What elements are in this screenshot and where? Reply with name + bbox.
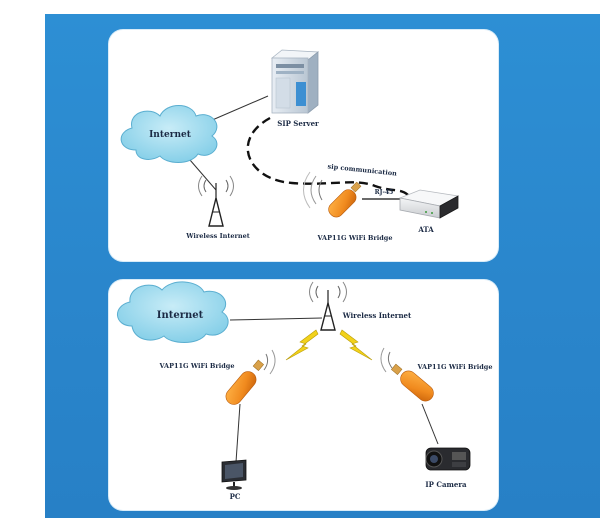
wifi-bridge-icon [380, 347, 434, 402]
right-bridge-label: VAP11G WiFi Bridge [417, 363, 493, 371]
bridge-pc-link [235, 403, 241, 463]
bottom-cloud-label: Internet [157, 310, 204, 321]
pc-label: PC [230, 492, 241, 501]
wifi-bridge-icon [303, 171, 362, 218]
camera-label: IP Camera [425, 480, 467, 489]
ata-device-icon [398, 189, 460, 219]
camera-icon [425, 447, 471, 471]
lightning-icon [285, 329, 319, 361]
monitor-icon [221, 459, 247, 490]
sip-link-label: sip communication [327, 162, 397, 177]
cloud-icon [120, 105, 218, 163]
cloud-icon [117, 281, 229, 343]
ata-label: ATA [417, 225, 434, 234]
bridge-camera-link [421, 403, 439, 445]
internet-tower-link [189, 159, 217, 191]
lightning-icon [339, 329, 373, 361]
top-diagram: Internet SIP Server sip communication Wi… [120, 49, 460, 242]
top-tower-label: Wireless Internet [185, 232, 250, 240]
top-cloud-label: Internet [149, 130, 192, 140]
wifi-bridge-icon [225, 349, 276, 405]
bottom-diagram: Internet Wireless Internet VAP11G WiFi B… [117, 281, 493, 501]
rj45-label: RJ-45 [375, 189, 394, 196]
antenna-tower-icon [198, 175, 234, 227]
server-label: SIP Server [277, 119, 319, 128]
internet-server-link [209, 95, 269, 122]
sip-communication-link [246, 116, 409, 196]
top-bridge-label: VAP11G WiFi Bridge [317, 234, 393, 242]
left-bridge-label: VAP11G WiFi Bridge [159, 362, 235, 370]
internet-tower-link-bottom [229, 317, 323, 321]
bottom-tower-label: Wireless Internet [342, 311, 412, 320]
server-icon [270, 49, 320, 114]
antenna-tower-icon [309, 281, 347, 331]
